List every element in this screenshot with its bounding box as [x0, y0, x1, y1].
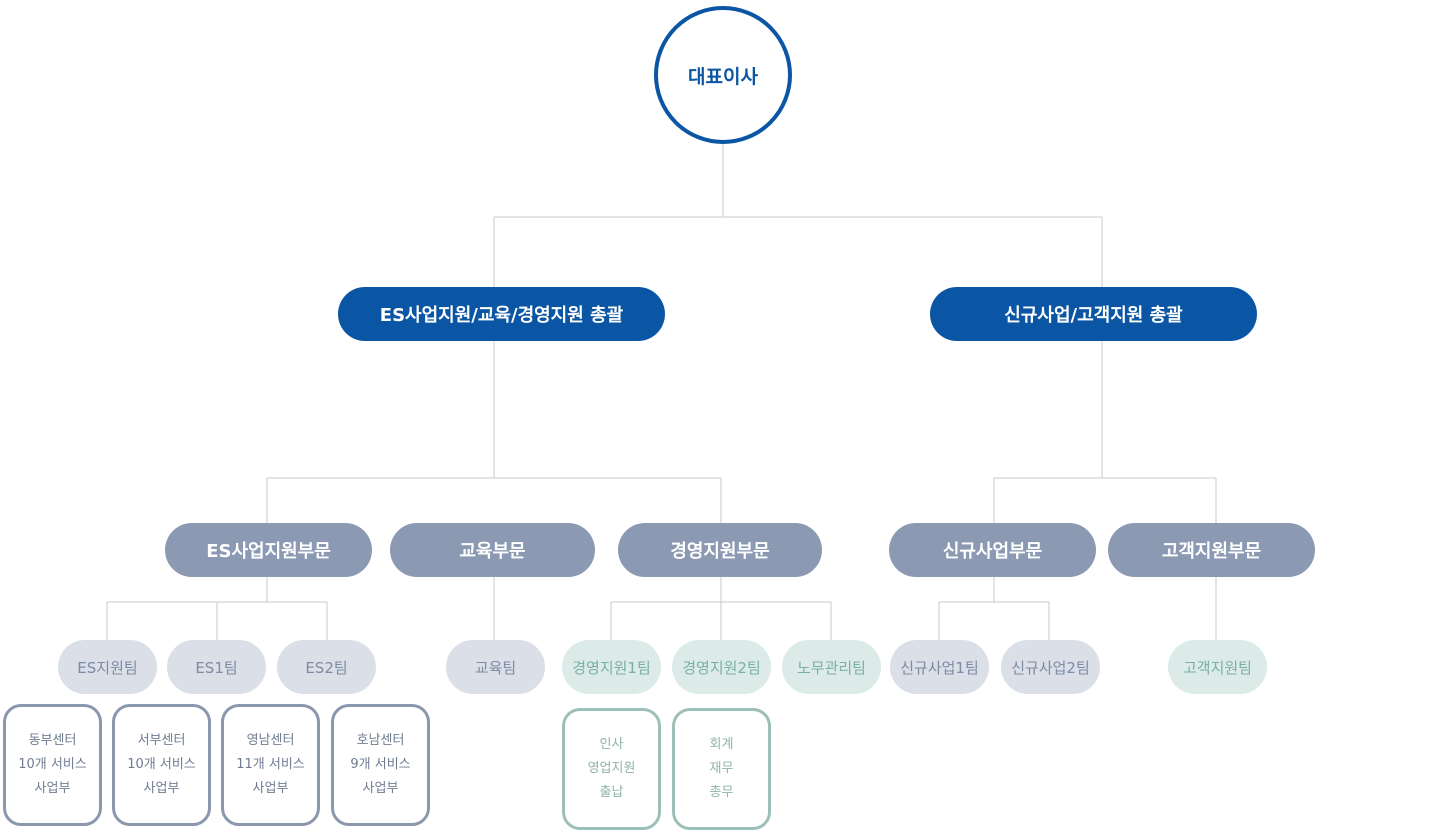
detail-line: 재무 [709, 761, 734, 776]
team-new-business-2: 신규사업2팀 [1001, 640, 1100, 694]
team-label: 신규사업2팀 [1011, 658, 1090, 677]
detail-yeongnam-center: 영남센터 11개 서비스 사업부 [221, 704, 320, 826]
department-customer-support: 고객지원부문 [1108, 523, 1315, 577]
detail-line: 사업부 [143, 781, 180, 796]
detail-line: 10개 서비스 [18, 757, 87, 772]
detail-west-center: 서부센터 10개 서비스 사업부 [112, 704, 211, 826]
detail-line: 사업부 [362, 781, 399, 796]
team-management-support-1: 경영지원1팀 [562, 640, 661, 694]
division-label: 신규사업/고객지원 총괄 [1004, 305, 1183, 326]
team-management-support-2: 경영지원2팀 [672, 640, 771, 694]
team-es-support: ES지원팀 [58, 640, 157, 694]
detail-hr-sales-cashier: 인사 영업지원 출납 [562, 708, 661, 830]
detail-line: 호남센터 [356, 733, 405, 748]
detail-east-center: 동부센터 10개 서비스 사업부 [3, 704, 102, 826]
detail-line: 서부센터 [137, 733, 186, 748]
detail-line: 인사 [599, 737, 624, 752]
division-es-education-management: ES사업지원/교육/경영지원 총괄 [338, 287, 665, 341]
detail-line: 영남센터 [246, 733, 295, 748]
team-es2: ES2팀 [277, 640, 376, 694]
detail-line: 11개 서비스 [236, 757, 305, 772]
department-management-support: 경영지원부문 [618, 523, 822, 577]
team-customer-support: 고객지원팀 [1168, 640, 1267, 694]
team-label: ES지원팀 [77, 658, 138, 677]
department-label: 고객지원부문 [1161, 541, 1262, 562]
detail-line: 사업부 [34, 781, 71, 796]
department-label: ES사업지원부문 [206, 541, 331, 562]
department-label: 교육부문 [459, 541, 526, 562]
department-es-business-support: ES사업지원부문 [165, 523, 372, 577]
team-label: 고객지원팀 [1182, 658, 1252, 677]
detail-line: 출납 [599, 785, 624, 800]
department-new-business: 신규사업부문 [889, 523, 1096, 577]
team-label: ES2팀 [305, 658, 348, 677]
department-label: 신규사업부문 [942, 541, 1043, 562]
detail-line: 동부센터 [28, 733, 77, 748]
team-label: 경영지원1팀 [572, 658, 651, 677]
detail-line: 10개 서비스 [127, 757, 196, 772]
team-labor-management: 노무관리팀 [782, 640, 881, 694]
team-label: 경영지원2팀 [682, 658, 761, 677]
ceo-label: 대표이사 [688, 65, 758, 88]
detail-honam-center: 호남센터 9개 서비스 사업부 [331, 704, 430, 826]
detail-line: 총무 [709, 785, 734, 800]
detail-line: 회계 [709, 737, 734, 752]
department-education: 교육부문 [390, 523, 595, 577]
team-new-business-1: 신규사업1팀 [890, 640, 989, 694]
detail-line: 9개 서비스 [350, 757, 411, 772]
detail-line: 사업부 [252, 781, 289, 796]
team-es1: ES1팀 [167, 640, 266, 694]
division-new-business-customer-support: 신규사업/고객지원 총괄 [930, 287, 1257, 341]
team-label: ES1팀 [195, 658, 238, 677]
ceo-node: 대표이사 [654, 6, 792, 144]
division-label: ES사업지원/교육/경영지원 총괄 [379, 305, 624, 326]
team-label: 교육팀 [474, 658, 517, 677]
team-label: 신규사업1팀 [900, 658, 979, 677]
detail-accounting-finance-general: 회계 재무 총무 [672, 708, 771, 830]
detail-line: 영업지원 [587, 761, 636, 776]
team-label: 노무관리팀 [796, 658, 866, 677]
team-education: 교육팀 [446, 640, 545, 694]
department-label: 경영지원부문 [670, 541, 770, 562]
